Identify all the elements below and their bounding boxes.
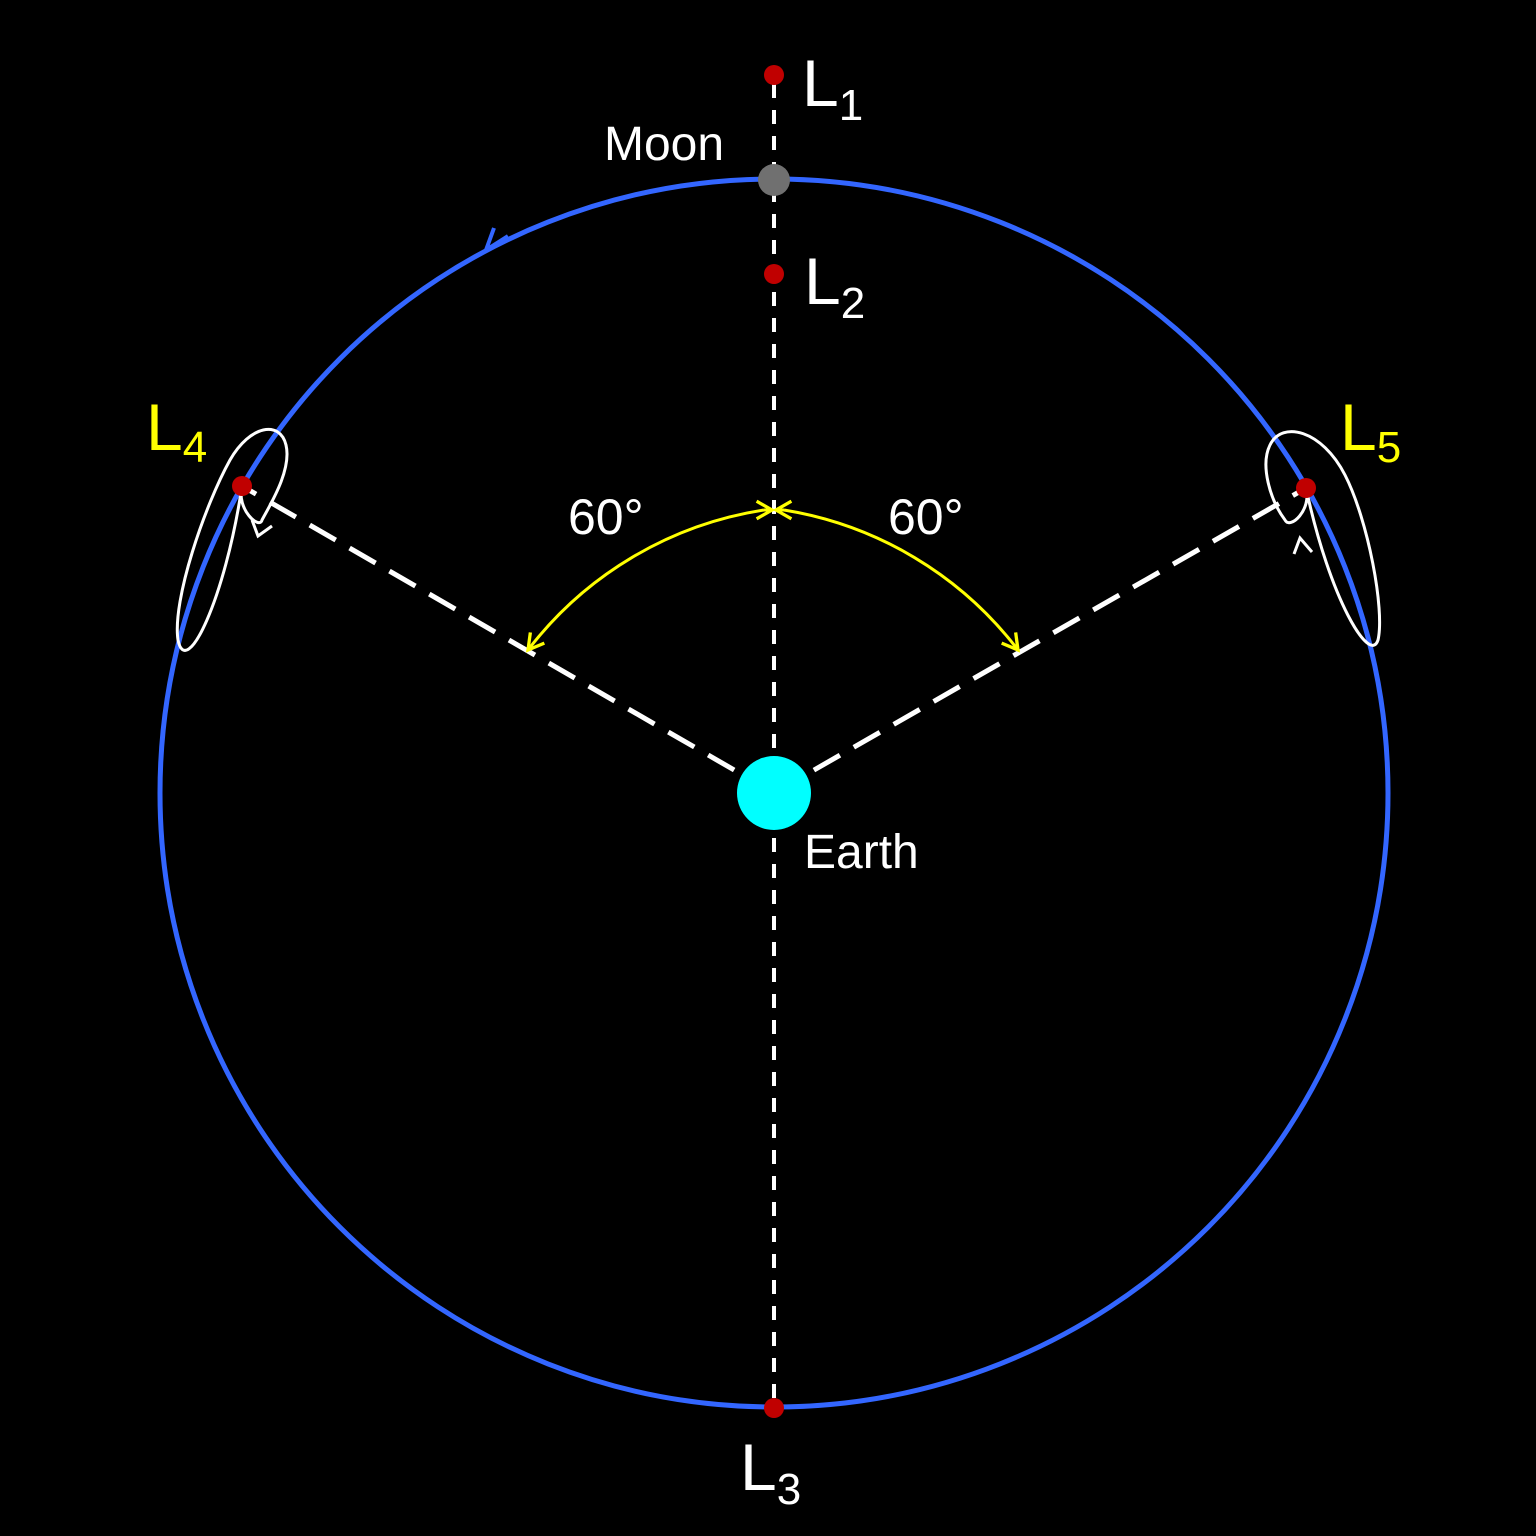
left-angle-label: 60° xyxy=(568,489,644,545)
l1-point xyxy=(764,65,784,85)
l4-point xyxy=(232,476,252,496)
orbit-direction-arrow-icon xyxy=(484,227,510,252)
l4-label: L4 xyxy=(146,390,207,472)
l4-dashed-line xyxy=(240,483,776,796)
right-angle-label: 60° xyxy=(888,489,964,545)
l3-label: L3 xyxy=(740,1430,801,1514)
l5-dashed-line xyxy=(772,485,1308,796)
left-angle-arrow xyxy=(525,508,765,653)
l2-point xyxy=(764,264,784,284)
l5-label: L5 xyxy=(1340,390,1401,472)
l5-libration-loop xyxy=(1264,430,1382,647)
moon-label: Moon xyxy=(604,118,724,171)
l1-label: L1 xyxy=(802,46,863,130)
moon xyxy=(758,164,790,196)
l2-label: L2 xyxy=(804,244,865,328)
l4-libration-loop xyxy=(175,427,289,652)
l3-point xyxy=(764,1398,784,1418)
l5-point xyxy=(1296,478,1316,498)
right-angle-arrow xyxy=(783,508,1021,653)
earth-label: Earth xyxy=(804,826,919,879)
earth xyxy=(737,756,811,830)
